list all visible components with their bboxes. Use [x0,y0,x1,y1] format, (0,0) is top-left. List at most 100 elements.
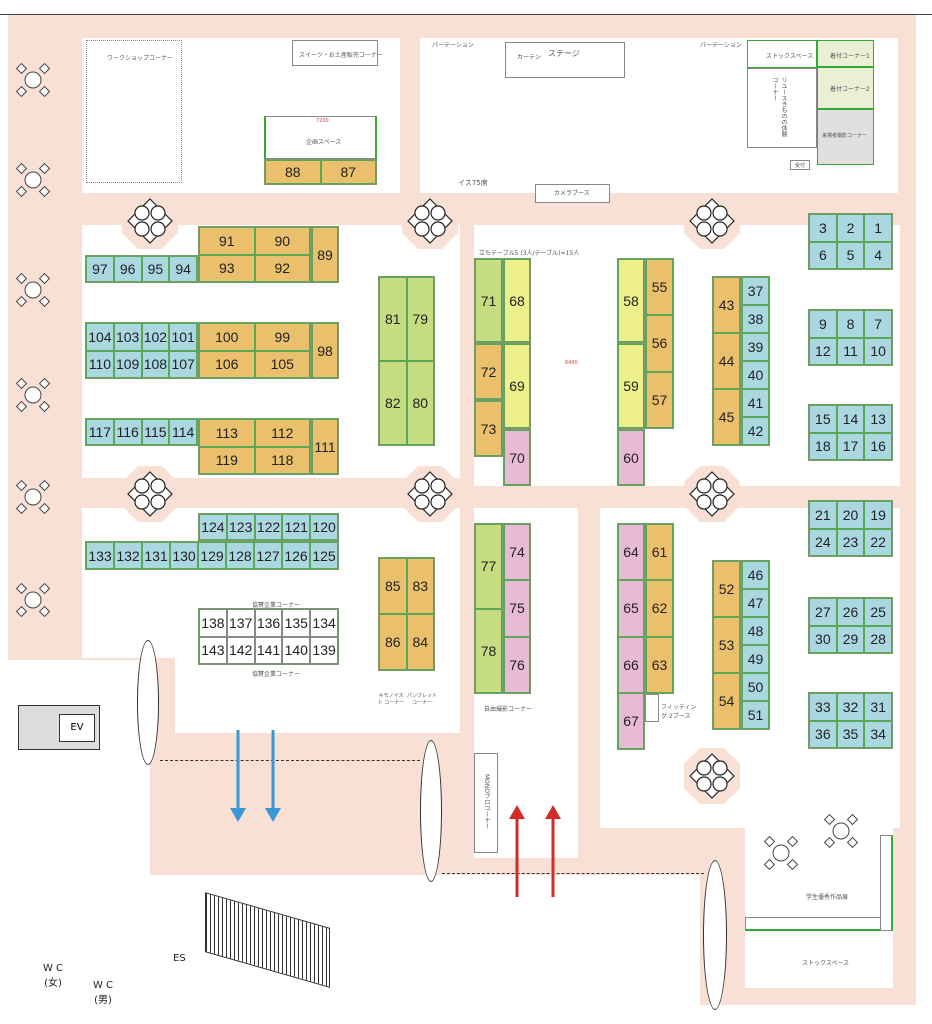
booth-20: 20 [836,501,865,529]
booth-95: 95 [141,256,170,282]
booth-88: 88 [265,160,321,184]
booth-128: 128 [226,542,254,569]
booth-111: 111 [312,419,338,474]
booth-11: 11 [836,337,865,365]
booth-131: 131 [142,542,170,569]
booth-71: 71 [475,259,502,342]
visitor-photo-label: 来場者撮影コーナー [822,133,868,139]
booth-94: 94 [169,256,197,282]
stage-label: ステージ [548,49,580,58]
booth-row: 74 [504,524,530,581]
booth-35: 35 [836,720,865,748]
booth-36: 36 [809,720,837,748]
booth-73: 73 [475,401,502,456]
booth-86: 86 [379,614,407,670]
booth-22: 22 [864,528,893,556]
reuse-corner: リユースきものの体験コーナー [747,68,817,148]
booth-124: 124 [199,514,227,540]
booth-26: 26 [836,598,865,626]
es-label: ES [173,953,186,964]
pillar-icon [122,466,178,522]
booth-96: 96 [113,256,142,282]
booth-117: 117 [86,419,114,445]
booth-55: 55 [646,259,673,316]
booth-row: 42 [742,417,769,445]
booth-42: 42 [742,417,769,445]
booth-93: 93 [199,254,255,282]
booth-41: 41 [742,389,769,417]
booth-row: 75 [504,580,530,637]
booth-100: 100 [199,323,255,351]
booth-row: 57 [646,371,673,428]
booth-52: 52 [713,561,740,617]
booth-row: 73 [475,401,502,456]
booth-134: 134 [310,609,338,637]
booth-108: 108 [141,350,170,378]
booth-61: 61 [646,524,673,581]
booth-51: 51 [742,701,769,729]
round-table-icon [15,272,51,308]
booth-row: 52 [713,561,740,617]
booth-39: 39 [742,333,769,361]
standing-tables-label: 立ちテーブル5 (3人/テーブル)=15人 [479,250,580,257]
booth-142: 142 [226,636,255,664]
partition-label: パーテーション [700,42,742,49]
hall-area [82,508,175,658]
booth-90: 90 [254,227,310,255]
booth-1: 1 [864,214,893,242]
camera-booth: カメラブース [535,184,610,203]
booth-65: 65 [618,580,644,637]
booth-114: 114 [169,419,197,445]
booth-row: 49 [742,645,769,673]
kitsuke-corner-1: 着付コーナー1 [817,40,874,67]
pillar-icon [122,193,178,249]
booth-17: 17 [836,432,865,460]
booth-31: 31 [864,693,893,721]
booth-143: 143 [199,636,227,664]
booth-row: 69 [504,344,530,428]
seats-label: イス75席 [458,179,488,187]
booth-block: 71 [474,258,503,343]
kimonoist-label: キモノイスト コーナー [377,693,405,706]
booth-56: 56 [646,315,673,372]
booth-28: 28 [864,625,893,653]
pillar-icon [684,748,740,804]
stock-top-label: ストックスペース [766,53,814,60]
booth-133: 133 [86,542,114,569]
booth-123: 123 [226,514,255,540]
booth-137: 137 [226,609,255,637]
booth-21: 21 [809,501,837,529]
pillar-icon [684,193,740,249]
monopro-corner: MONOプロコーナー [474,753,498,853]
elevator: EV [18,705,100,750]
booth-19: 19 [864,501,893,529]
booth-9: 9 [809,310,837,338]
booth-113: 113 [199,419,255,447]
curtain-label: カーテン [517,54,542,61]
booth-68: 68 [504,259,530,342]
booth-126: 126 [282,542,310,569]
sweets-corner: スイーツ・お土産販売コーナー [292,40,383,66]
booth-99: 99 [254,323,310,351]
round-table-icon [15,582,51,618]
booth-78: 78 [475,608,502,693]
